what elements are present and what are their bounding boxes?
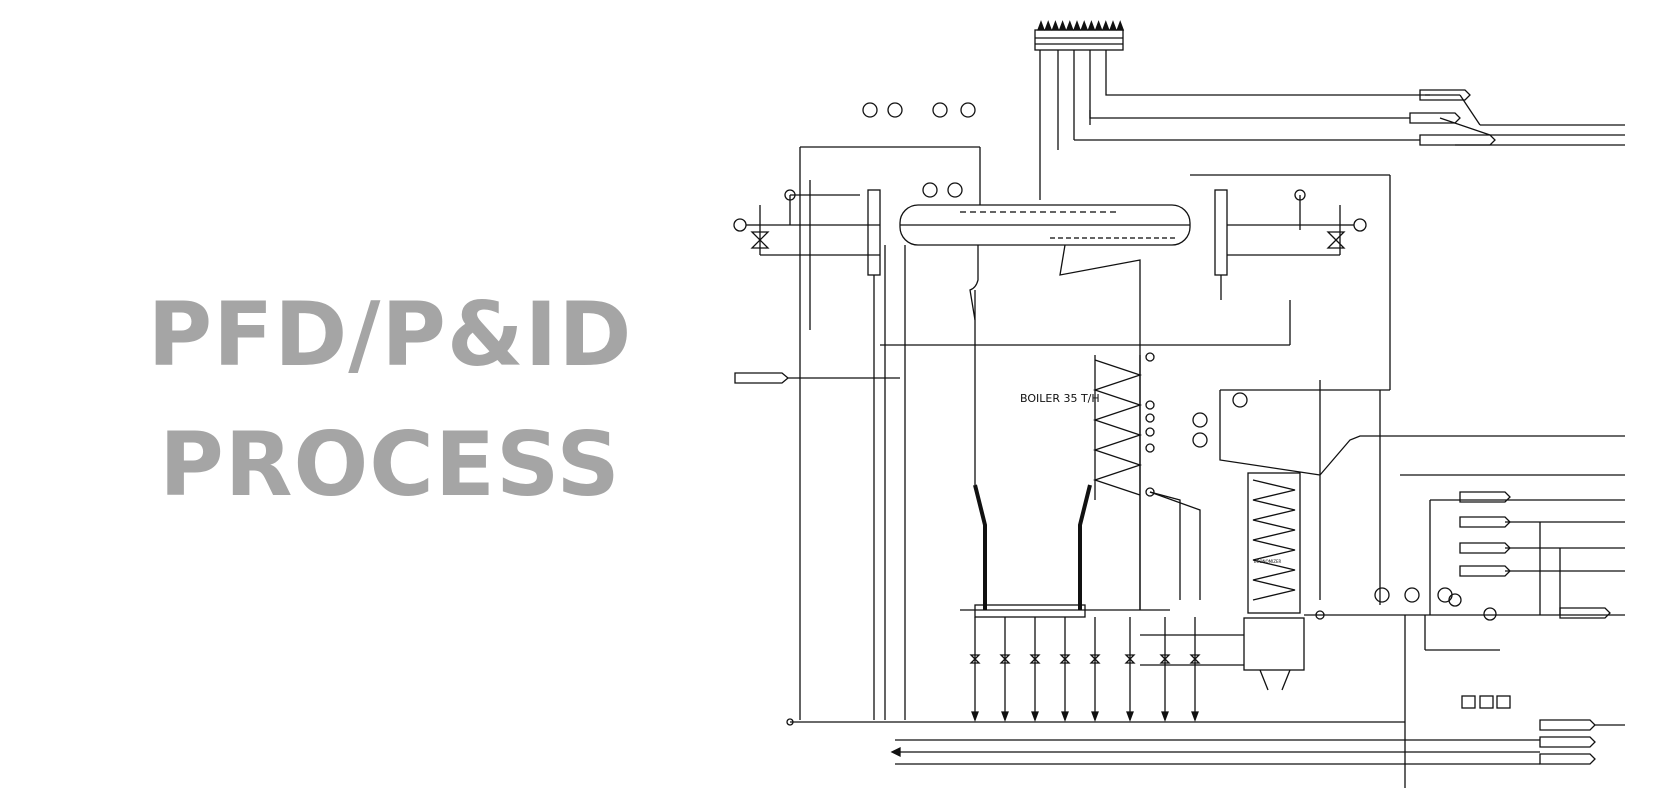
right-feed-panel	[1424, 491, 1625, 651]
instrument-bubble	[887, 102, 903, 118]
drain-arrow	[1091, 711, 1099, 722]
stack-spike	[1101, 20, 1110, 31]
instrument-bubble	[932, 102, 948, 118]
pid-diagram: BOILER 35 T/H ECONOMIZER	[733, 20, 1625, 788]
drain-valve	[1189, 654, 1201, 664]
stack-header	[1034, 20, 1125, 51]
left-valve-cluster	[733, 189, 796, 255]
stack-spike	[1080, 20, 1089, 31]
right-valve-cluster	[1294, 189, 1367, 249]
instrument-bubble	[1404, 587, 1420, 603]
tag-boxes-top-right	[1409, 89, 1496, 146]
drain-arrow	[1161, 711, 1169, 722]
drain-arrow	[1061, 711, 1069, 722]
title-line-2: PROCESS	[159, 413, 621, 516]
drain-valve	[1124, 654, 1136, 664]
instrument-bubble	[862, 102, 878, 118]
instrument-bubble	[947, 182, 963, 198]
stack-spike	[1087, 20, 1096, 31]
drain-valve	[1029, 654, 1041, 664]
stack-spike	[1058, 20, 1067, 31]
instrument-bubble	[1232, 392, 1248, 408]
stack-spike	[1116, 20, 1125, 31]
stack-spike	[1109, 20, 1117, 31]
drain-arrow	[1031, 711, 1039, 722]
title-line-1: PFD/P&ID	[147, 283, 633, 386]
instrument-bubble	[922, 182, 938, 198]
drain-arrow	[1001, 711, 1009, 722]
economizer: ECONOMIZER	[1243, 472, 1305, 691]
stack-spike	[1065, 20, 1074, 31]
drain-arrow	[1126, 711, 1134, 722]
boiler-label: BOILER 35 T/H	[1020, 392, 1100, 405]
title-block: PFD/P&ID PROCESS	[40, 270, 740, 530]
drain-valve	[969, 654, 981, 664]
instrument-bubble	[1192, 432, 1208, 448]
drain-valve	[1159, 654, 1171, 664]
furnace	[960, 244, 1170, 618]
stack-spike	[1044, 20, 1053, 31]
instrument-bubble	[1374, 587, 1390, 603]
stack-spike	[1051, 20, 1060, 31]
drain-arrow	[971, 711, 979, 722]
tag-boxes-bottom-right	[1461, 695, 1625, 765]
economizer-label: ECONOMIZER	[1254, 559, 1282, 564]
steam-drum	[899, 204, 1191, 246]
drain-valve	[1059, 654, 1071, 664]
instrument-bubbles	[862, 102, 1453, 603]
drain-arrow	[1191, 711, 1199, 722]
drain-valve	[1089, 654, 1101, 664]
drain-valves	[969, 617, 1201, 722]
drain-valve	[999, 654, 1011, 664]
stack-spike	[1094, 20, 1103, 31]
stack-spike	[1073, 20, 1081, 31]
instrument-bubble	[1437, 587, 1453, 603]
instrument-bubble	[1192, 412, 1208, 428]
stack-spike	[1037, 20, 1045, 31]
superheater-coils	[1092, 352, 1155, 610]
instrument-bubble	[960, 102, 976, 118]
